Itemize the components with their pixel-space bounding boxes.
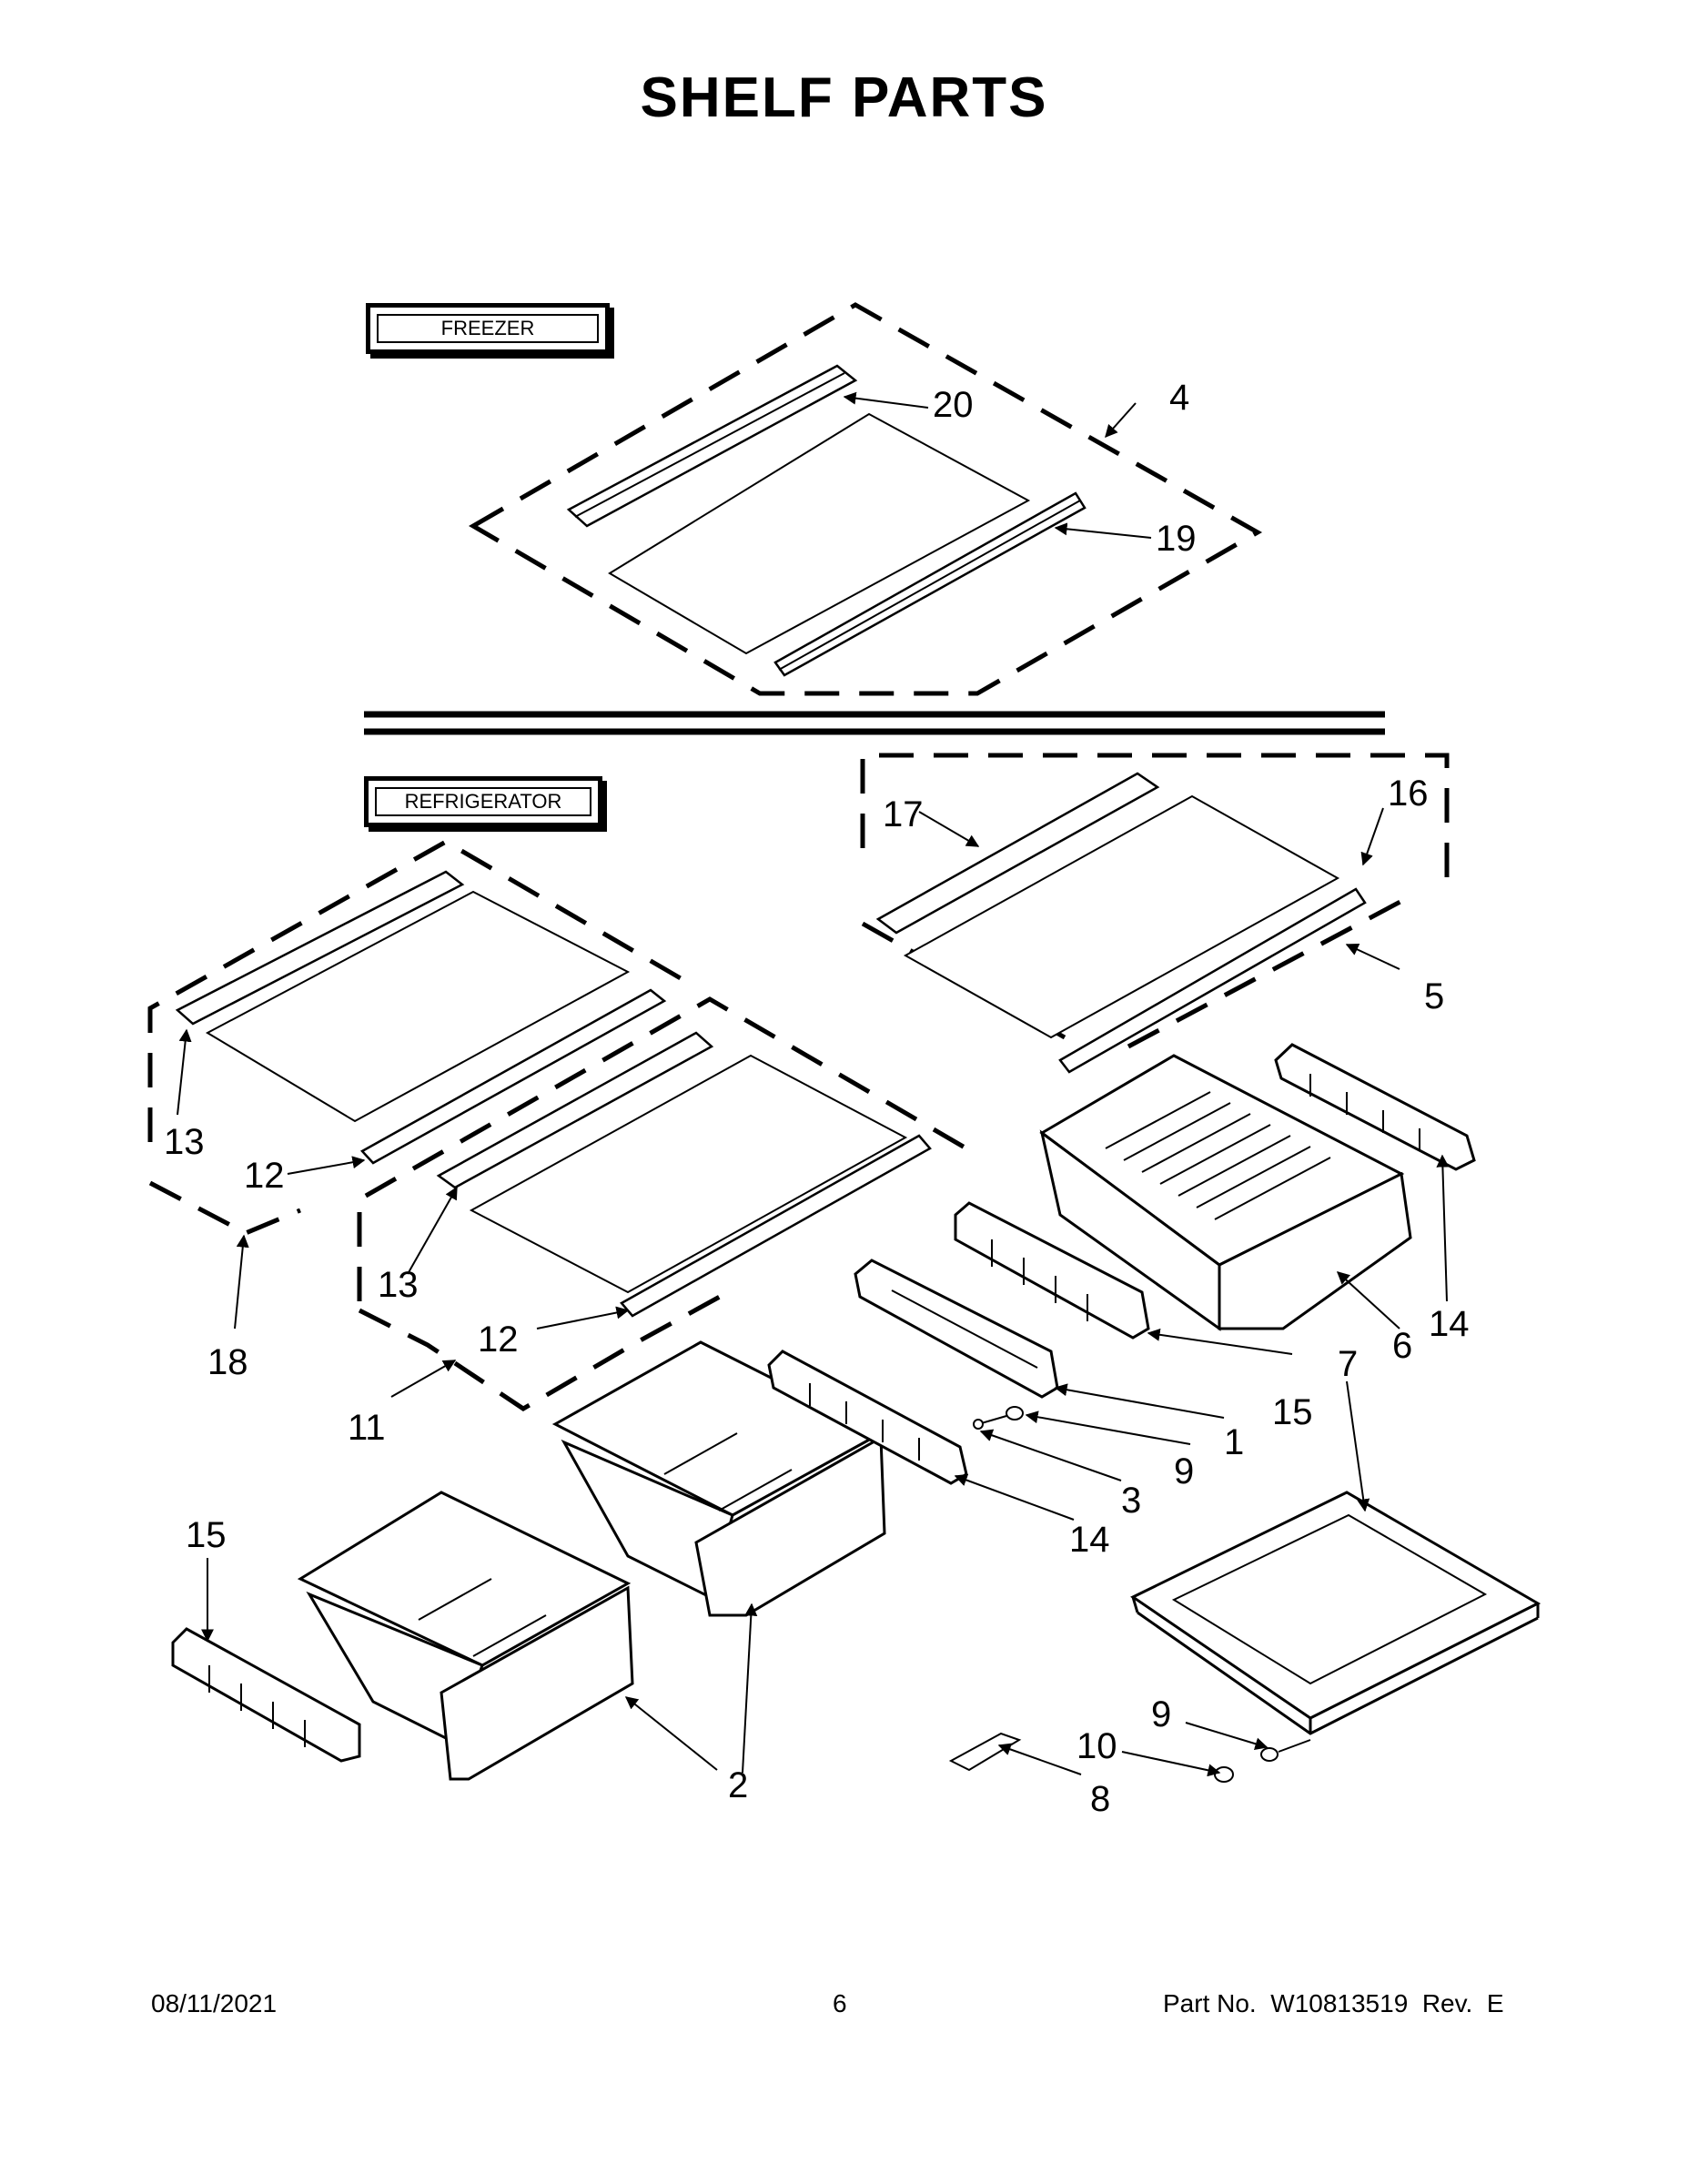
- deli-slide-1: [854, 1259, 1059, 1399]
- callout-12b: 12: [478, 1320, 519, 1360]
- callout-15a: 15: [1272, 1392, 1313, 1432]
- left-shelf-outline: [147, 839, 698, 1142]
- callout-9a: 9: [1174, 1451, 1194, 1491]
- callout-15b: 15: [186, 1515, 227, 1555]
- right-shelf-rear-trim: [875, 772, 1160, 935]
- callout-5: 5: [1424, 976, 1444, 1016]
- callout-2: 2: [728, 1765, 748, 1805]
- callout-3: 3: [1121, 1481, 1141, 1521]
- left-shelf-front-trim: [360, 988, 667, 1165]
- drawer-slide-left-15: [171, 1627, 361, 1763]
- page-title: SHELF PARTS: [640, 66, 1048, 129]
- freezer-label-text: FREEZER: [440, 317, 535, 339]
- callout-8: 8: [1090, 1779, 1110, 1819]
- lower-shelf-rear-trim: [436, 1031, 714, 1189]
- freezer-section-label: FREEZER: [366, 303, 610, 354]
- right-shelf-front-trim: [1058, 887, 1367, 1074]
- callout-14b: 14: [1069, 1520, 1110, 1560]
- callout-17: 17: [883, 794, 924, 834]
- callout-6: 6: [1392, 1326, 1412, 1366]
- callout-14a: 14: [1429, 1304, 1470, 1344]
- refrigerator-section-label: REFRIGERATOR: [364, 776, 602, 827]
- right-shelf-outline: [860, 753, 1450, 887]
- left-shelf-glass: [205, 890, 631, 1123]
- callout-13a: 13: [164, 1122, 205, 1162]
- right-shelf-glass: [903, 794, 1340, 1039]
- left-shelf-assembly: [147, 839, 698, 1236]
- drawer-cover: [1130, 1491, 1541, 1735]
- clip-8: [948, 1732, 1022, 1772]
- callout-13b: 13: [378, 1265, 419, 1305]
- callout-16: 16: [1388, 774, 1429, 814]
- callout-7: 7: [1338, 1344, 1358, 1384]
- crisper-drawer-left: [297, 1491, 634, 1781]
- freezer-rear-trim: [566, 364, 858, 528]
- callout-10: 10: [1076, 1726, 1117, 1766]
- left-shelf-rear-trim: [175, 870, 465, 1026]
- right-shelf-assembly: [860, 753, 1450, 1074]
- callout-18: 18: [207, 1342, 248, 1382]
- deli-drawer: [1039, 1054, 1412, 1331]
- footer-date: 08/11/2021: [151, 1989, 278, 2017]
- deli-slide-14-upper: [1274, 1043, 1476, 1171]
- freezer-shelf-outline: [469, 302, 1263, 696]
- hardware-9-3: [973, 1406, 1024, 1430]
- callout-9b: 9: [1151, 1694, 1171, 1734]
- callout-4: 4: [1169, 378, 1189, 418]
- callout-11: 11: [348, 1408, 386, 1448]
- footer-page-number: 6: [833, 1989, 847, 2017]
- crisper-drawer-right: [551, 1340, 886, 1617]
- callout-19: 19: [1156, 519, 1197, 559]
- callout-12a: 12: [244, 1156, 285, 1196]
- callout-1: 1: [1224, 1422, 1244, 1462]
- refrigerator-label-text: REFRIGERATOR: [404, 790, 562, 813]
- callout-20: 20: [933, 385, 974, 425]
- callout-arrows: [177, 391, 1450, 1777]
- lower-shelf-glass: [469, 1054, 908, 1294]
- callout-labels: 20 4 19 17 16 5 13 12 13 18 12 11 6 14 1…: [164, 378, 1470, 1819]
- lower-shelf-outline: [357, 996, 968, 1301]
- lower-shelf-assembly: [357, 996, 968, 1411]
- freezer-glass: [608, 412, 1031, 655]
- freezer-shelf-assembly: [469, 302, 1263, 696]
- footer-part-number: Part No. W10813519 Rev. E: [1163, 1989, 1504, 2017]
- freezer-front-trim: [773, 491, 1087, 677]
